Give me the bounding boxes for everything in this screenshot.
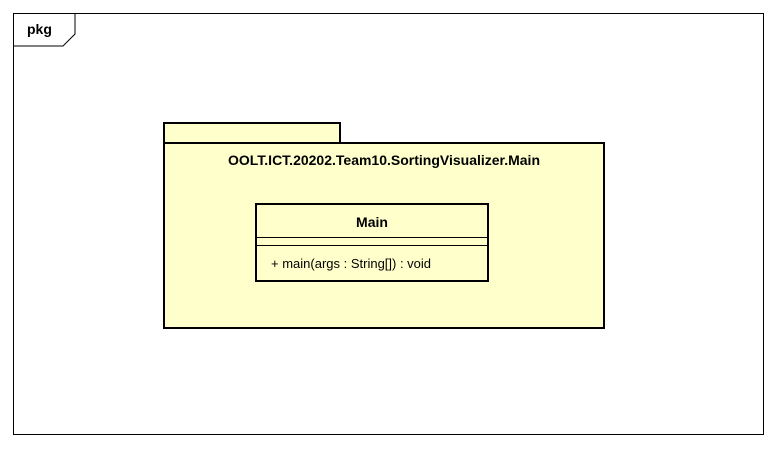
class-attributes-divider: [257, 237, 487, 238]
class-main[interactable]: Main + main(args : String[]) : void: [255, 203, 489, 282]
diagram-frame: [13, 13, 764, 435]
frame-label-tab: [13, 13, 76, 47]
frame-label: pkg: [27, 21, 52, 37]
class-operations-divider: [257, 245, 487, 246]
class-name: Main: [356, 214, 388, 230]
package-tab: [163, 122, 341, 144]
package-name: OOLT.ICT.20202.Team10.SortingVisualizer.…: [228, 152, 540, 168]
class-operation: + main(args : String[]) : void: [271, 256, 432, 271]
